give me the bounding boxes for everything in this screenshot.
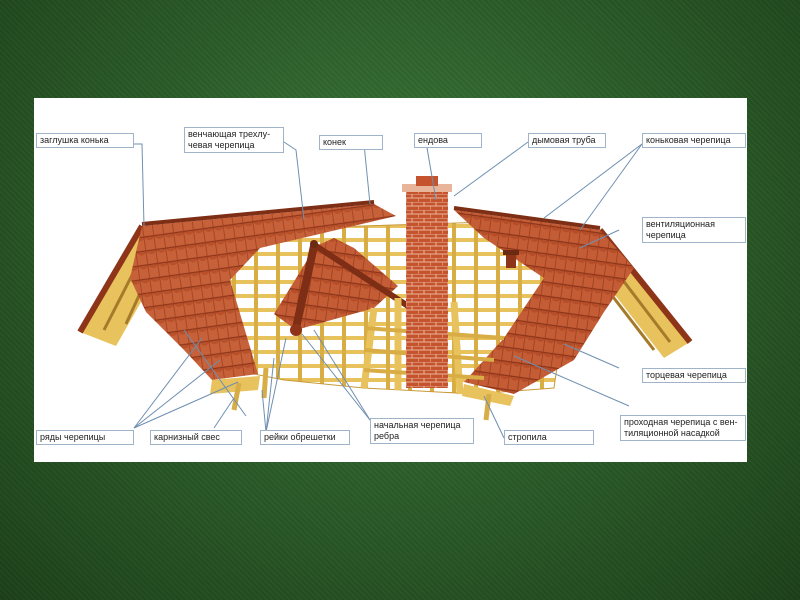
label-eaves-overhang: карнизный свес [150, 430, 242, 445]
label-tile-rows: ряды черепицы [36, 430, 134, 445]
label-three-way-ridge-tile: венчающая трехлу- чевая черепица [184, 127, 284, 153]
roof-illustration [34, 98, 747, 462]
label-verge-tile: торцевая черепица [642, 368, 746, 383]
label-battens: рейки обрешетки [260, 430, 350, 445]
label-pass-through-tile: проходная черепица с вен- тиляционной на… [620, 415, 746, 441]
label-ridge: конек [319, 135, 383, 150]
label-valley: ендова [414, 133, 482, 148]
label-ridge-tile: коньковая черепица [642, 133, 746, 148]
label-rafters: стропила [504, 430, 594, 445]
label-chimney: дымовая труба [528, 133, 606, 148]
chimney [402, 176, 452, 388]
label-hip-starter-tile: начальная черепица ребра [370, 418, 474, 444]
label-ridge-cap-plug: заглушка конька [36, 133, 134, 148]
roof-diagram-panel: заглушка конька венчающая трехлу- чевая … [34, 98, 747, 462]
label-ventilation-tile: вентиляционная черепица [642, 217, 746, 243]
